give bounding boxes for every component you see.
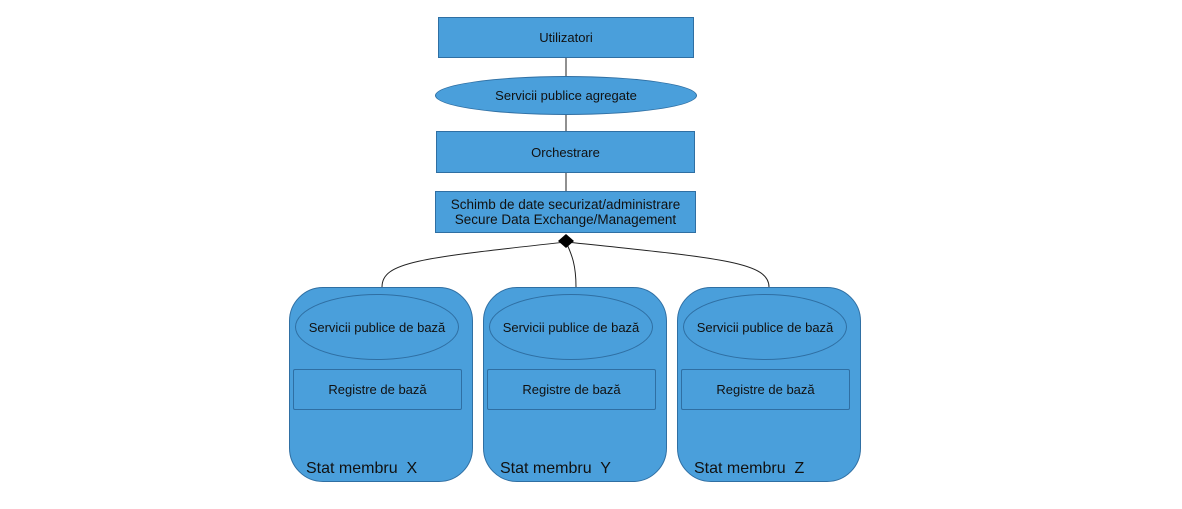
- member-z-services-label: Servicii publice de bază: [696, 319, 834, 335]
- orchestration-box: Orchestrare: [436, 131, 695, 173]
- member-state-x: Servicii publice de bază Registre de baz…: [289, 287, 473, 482]
- member-x-services-label: Servicii publice de bază: [308, 319, 446, 335]
- aggregated-services-label: Servicii publice agregate: [495, 88, 637, 103]
- member-z-services-ellipse: Servicii publice de bază: [683, 294, 847, 360]
- secure-exchange-line2: Secure Data Exchange/Management: [454, 212, 677, 227]
- member-y-name: Stat membru Y: [500, 460, 611, 477]
- member-z-registers-box: Registre de bază: [681, 369, 850, 410]
- secure-exchange-box: Schimb de date securizat/administrare Se…: [435, 191, 696, 233]
- member-y-services-ellipse: Servicii publice de bază: [489, 294, 653, 360]
- connector-member-x: [381, 241, 567, 288]
- member-y-registers-label: Registre de bază: [522, 382, 621, 397]
- users-box: Utilizatori: [438, 17, 694, 58]
- member-y-services-label: Servicii publice de bază: [502, 319, 640, 335]
- member-z-name: Stat membru Z: [694, 460, 805, 477]
- connector-member-y: [565, 241, 577, 288]
- member-state-z: Servicii publice de bază Registre de baz…: [677, 287, 861, 482]
- orchestration-label: Orchestrare: [531, 144, 600, 160]
- secure-exchange-line1: Schimb de date securizat/administrare: [450, 197, 681, 212]
- aggregation-diamond-icon: [558, 234, 574, 248]
- connector-member-z: [565, 241, 770, 288]
- users-label: Utilizatori: [539, 30, 593, 45]
- member-state-y: Servicii publice de bază Registre de baz…: [483, 287, 667, 482]
- member-z-registers-label: Registre de bază: [716, 382, 815, 397]
- member-x-name: Stat membru X: [306, 460, 418, 477]
- member-y-registers-box: Registre de bază: [487, 369, 656, 410]
- aggregated-services-ellipse: Servicii publice agregate: [435, 76, 697, 115]
- member-x-registers-box: Registre de bază: [293, 369, 462, 410]
- member-x-services-ellipse: Servicii publice de bază: [295, 294, 459, 360]
- member-x-registers-label: Registre de bază: [328, 382, 427, 397]
